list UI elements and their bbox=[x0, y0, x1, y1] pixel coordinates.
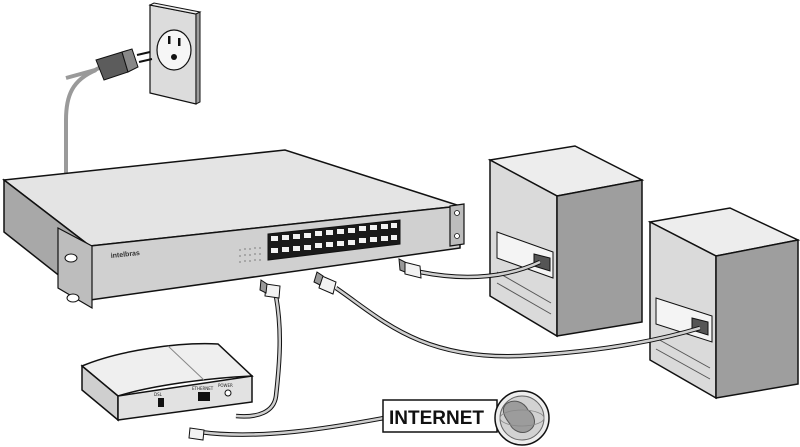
power-plug bbox=[65, 48, 153, 81]
network-switch: intelbras bbox=[2, 149, 465, 310]
modem-port-ethernet-label: ETHERNET bbox=[192, 386, 214, 391]
power-cable bbox=[64, 68, 97, 178]
dsl-modem: DSL ETHERNET POWER bbox=[80, 342, 254, 422]
internet-label: INTERNET bbox=[389, 408, 484, 429]
computer-tower-2 bbox=[647, 207, 800, 400]
modem-port-power-label: POWER bbox=[218, 383, 233, 388]
rj45-connectors bbox=[188, 258, 422, 441]
switch-brand-label: intelbras bbox=[110, 250, 140, 260]
network-cables bbox=[199, 259, 701, 437]
modem-port-dsl-label: DSL bbox=[154, 392, 163, 397]
internet-callout: INTERNET bbox=[382, 399, 498, 433]
computer-tower-1 bbox=[487, 145, 645, 338]
ethernet-port-block bbox=[267, 219, 401, 261]
wall-outlet bbox=[148, 2, 202, 105]
globe-icon bbox=[494, 390, 550, 446]
